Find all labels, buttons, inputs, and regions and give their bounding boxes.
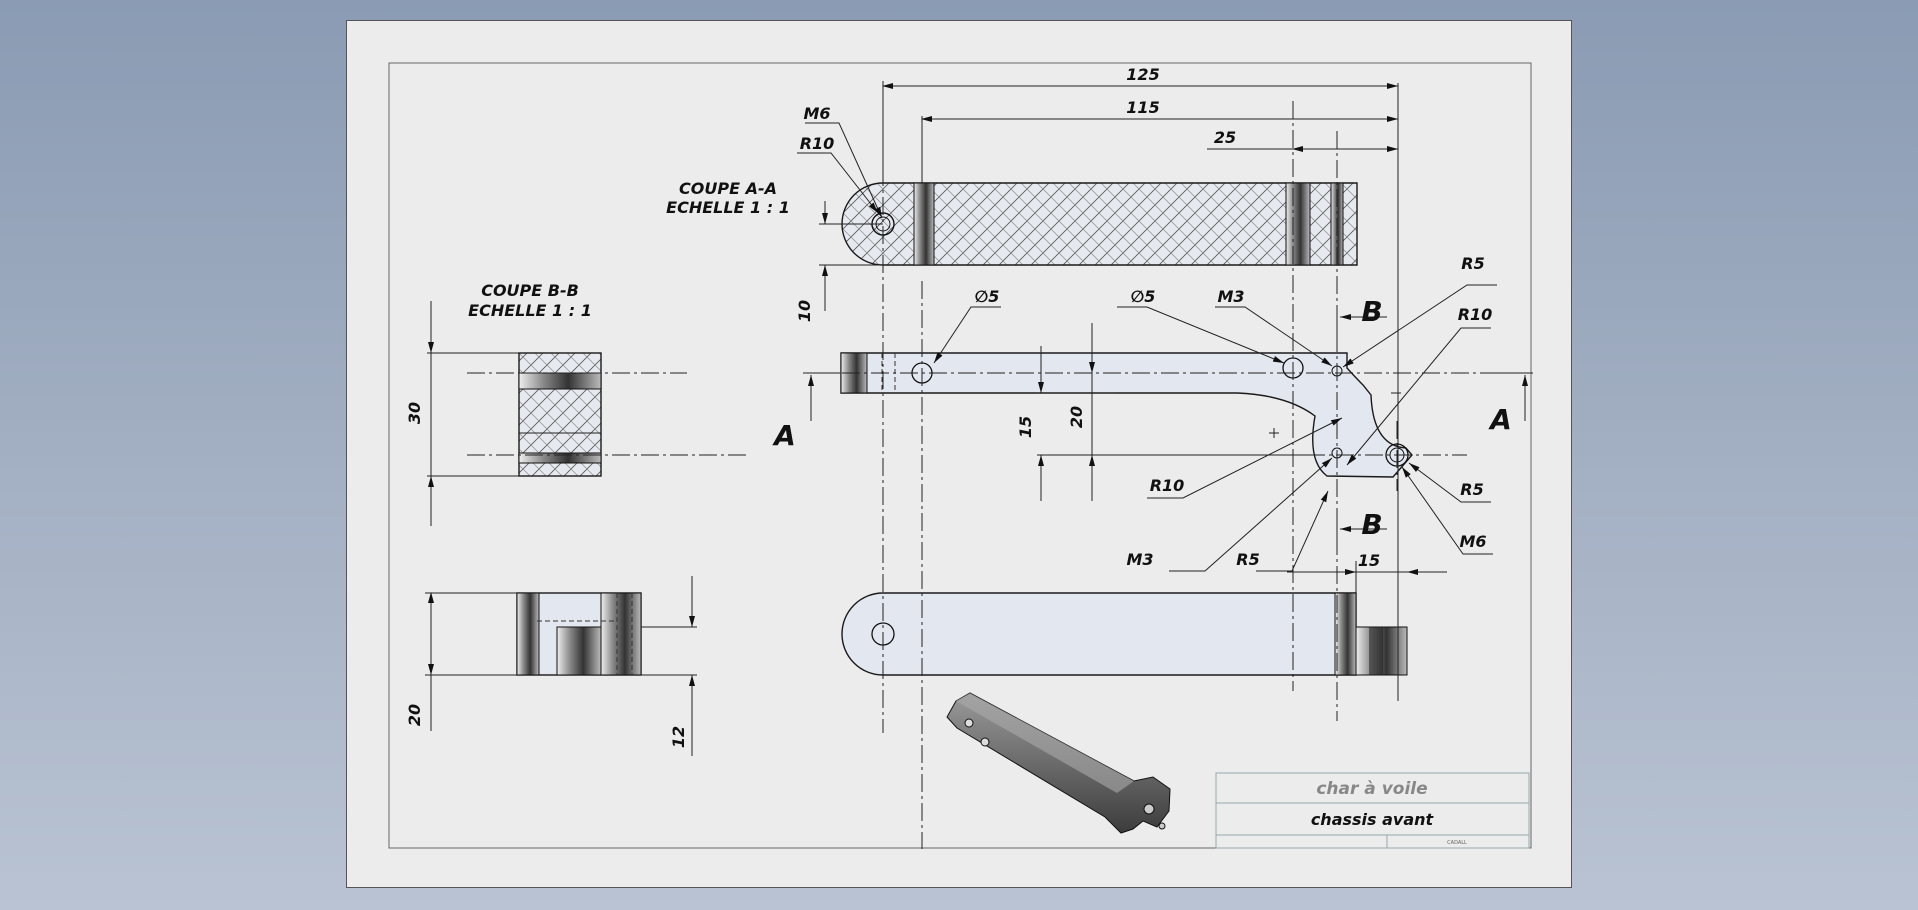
bottom-view xyxy=(841,592,1408,676)
note-r10-right: R10 xyxy=(1458,305,1493,324)
note-dia5-left: ∅5 xyxy=(975,287,1000,306)
cut-letter-b-top: B xyxy=(1361,295,1382,328)
isometric-view xyxy=(946,692,1171,834)
section-a-a-title: COUPE A-A xyxy=(679,179,777,198)
note-r5-bottom: R5 xyxy=(1236,550,1259,569)
section-a-a-view xyxy=(841,182,1358,266)
cut-letter-b-bottom: B xyxy=(1361,508,1382,541)
drawing-sheet: COUPE A-A ECHELLE 1 : 1 COUPE B-B ECHELL… xyxy=(346,20,1572,888)
front-view xyxy=(840,352,1413,478)
cutting-plane-markers xyxy=(803,311,1533,551)
cut-letter-a-left: A xyxy=(772,419,796,452)
dim-25: 25 xyxy=(1214,128,1236,147)
section-a-a-scale: ECHELLE 1 : 1 xyxy=(666,198,790,217)
title-block-part: chassis avant xyxy=(1311,810,1435,829)
technical-drawing: COUPE A-A ECHELLE 1 : 1 COUPE B-B ECHELL… xyxy=(388,62,1533,849)
dim-20-left: 20 xyxy=(405,704,424,726)
note-m3-bottom: M3 xyxy=(1126,550,1153,569)
note-m3-top: M3 xyxy=(1217,287,1244,306)
dimension-lines xyxy=(425,83,1447,756)
dim-15-mid: 15 xyxy=(1016,416,1035,438)
note-r10-mid: R10 xyxy=(1150,476,1185,495)
dim-15-bottom: 15 xyxy=(1358,551,1380,570)
title-block-project: char à voile xyxy=(1316,779,1427,799)
section-b-b-title: COUPE B-B xyxy=(481,281,579,300)
section-b-b-scale: ECHELLE 1 : 1 xyxy=(468,301,592,320)
dim-10: 10 xyxy=(795,300,814,322)
title-block xyxy=(1215,772,1530,849)
note-m6-right: M6 xyxy=(1459,532,1486,551)
note-r5-right: R5 xyxy=(1460,480,1483,499)
section-b-b-view xyxy=(518,352,602,477)
dim-115: 115 xyxy=(1126,98,1159,117)
center-lines xyxy=(467,81,1487,849)
leader-lines xyxy=(797,122,1497,572)
dim-12: 12 xyxy=(669,726,688,748)
side-view xyxy=(516,592,642,676)
note-r5-top: R5 xyxy=(1461,254,1484,273)
dim-20-mid: 20 xyxy=(1067,406,1086,428)
dim-30: 30 xyxy=(405,402,424,424)
note-m6-top: M6 xyxy=(803,104,830,123)
sheet-border xyxy=(388,62,1532,849)
note-r10-top: R10 xyxy=(800,134,835,153)
cut-letter-a-right: A xyxy=(1488,403,1512,436)
title-block-tiny: CADALL xyxy=(1447,840,1467,846)
note-dia5-right: ∅5 xyxy=(1131,287,1156,306)
dim-125: 125 xyxy=(1126,65,1159,84)
